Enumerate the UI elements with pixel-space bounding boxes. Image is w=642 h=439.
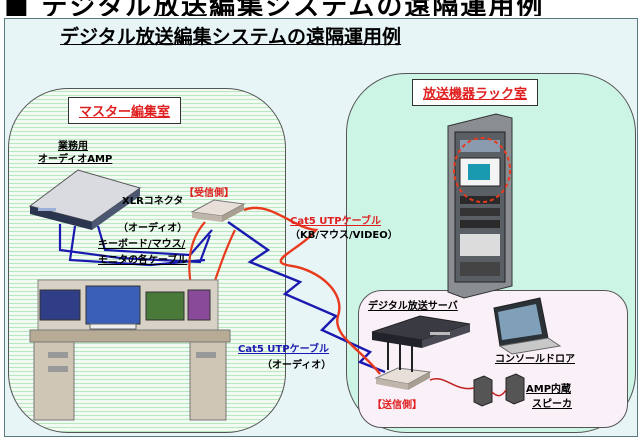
cat5-kb-label: Cat5 UTPケーブル: [290, 216, 381, 227]
amp-label-line2: オーディオAMP: [38, 154, 113, 165]
server-sender-cables: [387, 342, 413, 372]
master-room-label: マスター編集室: [68, 97, 182, 124]
edit-desk-icon: [29, 279, 231, 421]
rack-room-label: 放送機器ラック室: [412, 79, 539, 106]
kb-video-paren-label: （KB/マウス/VIDEO）: [290, 230, 398, 241]
sender-label: 【送信側】: [372, 400, 422, 411]
xlr-connector-label: XLRコネクタ: [122, 196, 184, 207]
speaker-label-line1: AMP内蔵: [526, 384, 572, 395]
console-drawer-label: コンソールドロア: [495, 354, 575, 365]
server-label: デジタル放送サーバ: [368, 301, 458, 312]
console-drawer-icon: [493, 297, 562, 355]
equipment-rack-icon: [447, 113, 513, 299]
speaker-label-line2: スピーカ: [532, 399, 572, 410]
speaker-icon: [429, 373, 525, 407]
server-area: [358, 290, 628, 428]
audio-amp-icon: [28, 169, 142, 230]
amp-label-line1: 業務用: [58, 141, 88, 152]
kb-long-cable: [243, 206, 381, 375]
cat5-audio-label: Cat5 UTPケーブル: [238, 344, 329, 355]
digital-server-icon: [371, 315, 471, 348]
receiver-label: 【受信側】: [184, 188, 234, 199]
receiver-box-icon: [190, 199, 246, 222]
audio-paren-label: （オーディオ）: [118, 223, 188, 234]
keyboard-mouse-label: キーボード/マウス/: [98, 239, 186, 250]
diagram-title: デジタル放送編集システムの遠隔運用例: [60, 26, 402, 48]
local-blue-cables: [58, 224, 213, 267]
audio-paren-label-2: （オーディオ）: [262, 360, 332, 371]
monitor-cables-label: モニタの各ケーブル: [98, 255, 188, 266]
top-title-text: ■ デジタル放送編集システムの遠隔運用例: [4, 0, 545, 16]
top-title-strip: ■ デジタル放送編集システムの遠隔運用例: [0, 0, 642, 16]
sender-box-icon: [374, 367, 432, 390]
